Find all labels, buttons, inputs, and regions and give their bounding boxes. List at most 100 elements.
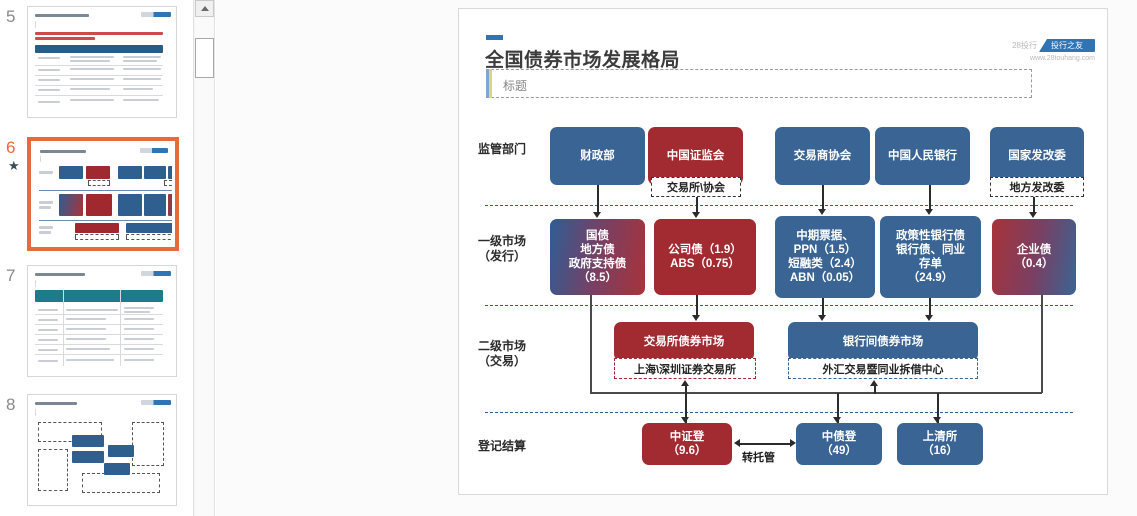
arrowhead-up <box>681 380 689 386</box>
node-primary-corpbonds[interactable]: 公司债（1.9） ABS（0.75） <box>654 219 756 295</box>
mini-node <box>72 451 104 463</box>
slide-thumb-frame-5[interactable] <box>27 6 177 118</box>
slide-number-7: 7 <box>6 266 16 285</box>
note-exchange-market[interactable]: 上海\深圳证券交易所 <box>614 358 756 379</box>
mini-cell <box>38 79 60 81</box>
mini-cell <box>124 348 154 350</box>
mini-rule <box>35 314 163 315</box>
mini-node <box>86 166 110 179</box>
subtitle-accent-bar <box>486 69 492 98</box>
node-secondary-interbank-market[interactable]: 银行间债券市场 <box>788 322 978 361</box>
logo-badge: 投行之友 <box>1039 39 1095 52</box>
slide-thumb-frame-6[interactable] <box>27 137 179 251</box>
slide-thumbnail-pane[interactable]: 5 <box>0 0 192 516</box>
mini-cell <box>66 338 106 340</box>
mini-note <box>38 449 68 491</box>
mini-node <box>72 435 104 447</box>
mini-cell <box>70 78 114 80</box>
mini-row-label <box>39 226 53 229</box>
node-primary-enterprisebonds[interactable]: 企业债 （0.4） <box>992 219 1076 295</box>
node-regulator-namfii[interactable]: 交易商协会 <box>775 127 870 185</box>
slide-thumb-frame-8[interactable] <box>27 394 177 506</box>
route-govbonds-down <box>590 295 592 393</box>
arrowhead-left <box>734 439 740 447</box>
row-label-primary-sub: （发行） <box>478 249 527 263</box>
connector-caizhengbu-govbonds <box>597 185 599 213</box>
mini-title <box>35 14 89 17</box>
mini-title <box>35 402 77 405</box>
node-regulator-csrc[interactable]: 中国证监会 <box>648 127 743 185</box>
slide-thumb-content-7 <box>28 266 176 376</box>
mini-logo <box>140 148 168 153</box>
mini-rule <box>35 65 163 66</box>
mini-note <box>164 180 172 186</box>
title-accent-dash <box>486 35 503 40</box>
connector-pboc-policybank <box>929 185 931 210</box>
node-secondary-exchange-market[interactable]: 交易所债券市场 <box>614 322 754 361</box>
mini-red-text <box>35 32 163 35</box>
mini-row-label <box>39 231 51 234</box>
row-label-secondary: 二级市场 <box>478 339 527 353</box>
row-label-settlement: 登记结算 <box>478 439 527 453</box>
connector-exchange-csdc <box>685 393 687 423</box>
note-ndrc[interactable]: 地方发改委 <box>990 177 1084 197</box>
mini-row-label <box>39 171 53 174</box>
mini-title <box>40 150 86 153</box>
divider-primary-secondary <box>485 305 1073 306</box>
thumbnail-pane-scrollbar[interactable] <box>193 0 215 516</box>
slide-thumb-frame-7[interactable] <box>27 265 177 377</box>
arrowhead-down <box>593 212 601 218</box>
mini-cell <box>124 359 154 361</box>
mini-cell <box>123 60 157 62</box>
mini-colrule <box>120 290 121 366</box>
mini-logo <box>141 400 171 405</box>
node-regulator-caizhengbu[interactable]: 财政部 <box>550 127 645 185</box>
active-slide[interactable]: 全国债券市场发展格局 28投行 投行之友 www.28touhang.com 标… <box>458 8 1108 495</box>
mini-cell <box>124 318 154 320</box>
row-label-secondary-sub: （交易） <box>478 354 527 368</box>
arrowhead-down <box>925 315 933 321</box>
node-settlement-shclearing[interactable]: 上清所 （16） <box>897 423 983 465</box>
mini-logo <box>141 12 171 17</box>
node-regulator-pboc[interactable]: 中国人民银行 <box>875 127 970 185</box>
note-csrc[interactable]: 交易所\协会 <box>651 177 741 197</box>
node-primary-policybank[interactable]: 政策性银行债 银行债、同业 存单 （24.9） <box>880 216 981 298</box>
node-regulator-ndrc[interactable]: 国家发改委 <box>990 127 1084 185</box>
mini-rule <box>35 324 163 325</box>
connector-corpbonds-exchange <box>696 295 698 316</box>
mini-table-header <box>35 290 163 302</box>
arrowhead-right <box>790 439 796 447</box>
connector-ndrc-enterprisebonds <box>1033 197 1035 213</box>
mini-red-text <box>35 37 95 40</box>
node-primary-mtn[interactable]: 中期票据、 PPN（1.5） 短融类（2.4） ABN（0.05） <box>775 216 875 298</box>
mini-node <box>118 166 142 179</box>
mini-node <box>59 194 83 216</box>
note-interbank-market[interactable]: 外汇交易暨同业拆借中心 <box>788 358 978 379</box>
scrollbar-track[interactable] <box>195 17 214 516</box>
mini-cell <box>123 78 161 80</box>
mini-rule <box>35 75 163 76</box>
edge-label-transfer-custody: 转托管 <box>742 452 775 464</box>
mini-note <box>75 234 119 240</box>
logo-top-row: 28投行 投行之友 <box>999 39 1095 52</box>
node-settlement-csdc[interactable]: 中证登 （9.6） <box>642 423 732 465</box>
slide-thumb-content-8 <box>28 395 176 505</box>
mini-accent <box>35 21 36 28</box>
mini-node <box>104 463 130 475</box>
subtitle-placeholder-text[interactable]: 标题 <box>503 79 528 93</box>
mini-table-header <box>35 45 163 53</box>
scrollbar-thumb[interactable] <box>195 38 214 78</box>
subtitle-placeholder-box[interactable] <box>486 69 1032 98</box>
mini-node <box>144 194 166 216</box>
page-title: 全国债券市场发展格局 <box>485 50 681 71</box>
star-icon: ★ <box>8 158 20 173</box>
scroll-up-button[interactable] <box>195 0 214 17</box>
node-settlement-ccdc[interactable]: 中债登 （49） <box>796 423 882 465</box>
arrowhead-down <box>818 315 826 321</box>
mini-cell <box>70 88 110 90</box>
node-primary-govbonds[interactable]: 国债 地方债 政府支持债 （8.5） <box>550 219 645 295</box>
mini-cell <box>123 88 153 90</box>
mini-rule <box>35 85 163 86</box>
connector-policybank-interbank <box>929 298 931 316</box>
slide-number-5: 5 <box>6 7 16 26</box>
